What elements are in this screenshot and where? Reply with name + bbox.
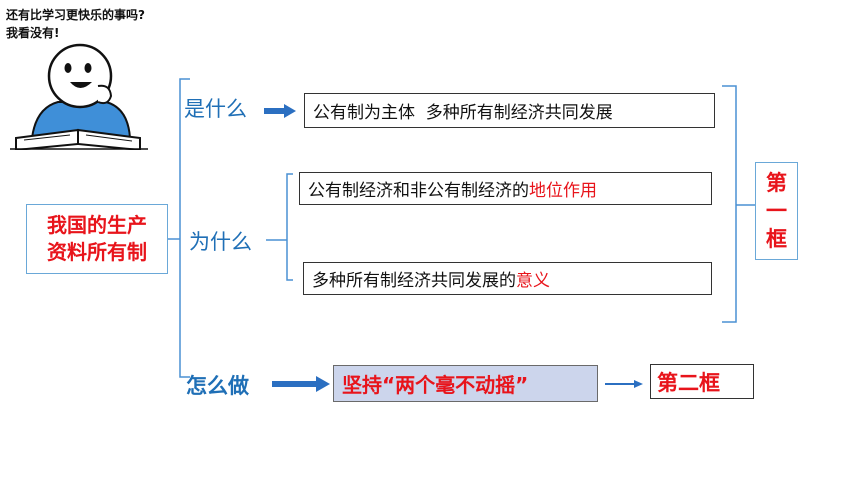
why-bracket [286, 173, 293, 281]
box-why-1-highlight: 地位作用 [529, 181, 597, 201]
main-bracket [179, 78, 190, 378]
reading-cartoon-icon [10, 43, 148, 150]
box-why-2-text: 多种所有制经济共同发展的 [312, 271, 516, 291]
box-how-text: 坚持“两个毫不动摇” [342, 373, 529, 397]
caption-line-2: 我看没有! [6, 26, 60, 40]
label-why: 为什么 [189, 230, 252, 254]
right-bracket [722, 85, 737, 323]
label-what: 是什么 [184, 97, 247, 121]
box-what-text: 公有制为主体 多种所有制经济共同发展 [313, 103, 613, 123]
arrow-what-icon [264, 104, 296, 118]
main-topic-line-1: 我国的生产 [47, 213, 147, 237]
box-what: 公有制为主体 多种所有制经济共同发展 [304, 93, 715, 128]
box-how: 坚持“两个毫不动摇” [333, 365, 598, 402]
box-why-1-text: 公有制经济和非公有制经济的 [308, 181, 529, 201]
first-frame-line-3: 框 [766, 227, 787, 251]
arrow-how-icon [272, 376, 330, 392]
second-frame-text: 第二框 [657, 370, 720, 395]
label-how: 怎么做 [186, 374, 249, 398]
caption-line-1: 还有比学习更快乐的事吗? [6, 8, 145, 22]
box-why-2-highlight: 意义 [516, 271, 550, 291]
second-frame-box: 第二框 [650, 364, 754, 399]
main-topic-line-2: 资料所有制 [47, 240, 147, 264]
first-frame-line-1: 第 [766, 171, 787, 195]
box-why-2: 多种所有制经济共同发展的意义 [303, 262, 712, 295]
box-why-1: 公有制经济和非公有制经济的地位作用 [299, 172, 712, 205]
arrow-second-frame-icon [605, 380, 643, 388]
first-frame-box: 第 一 框 [755, 162, 798, 260]
first-frame-line-2: 一 [766, 199, 787, 223]
main-topic-box: 我国的生产 资料所有制 [26, 204, 168, 274]
